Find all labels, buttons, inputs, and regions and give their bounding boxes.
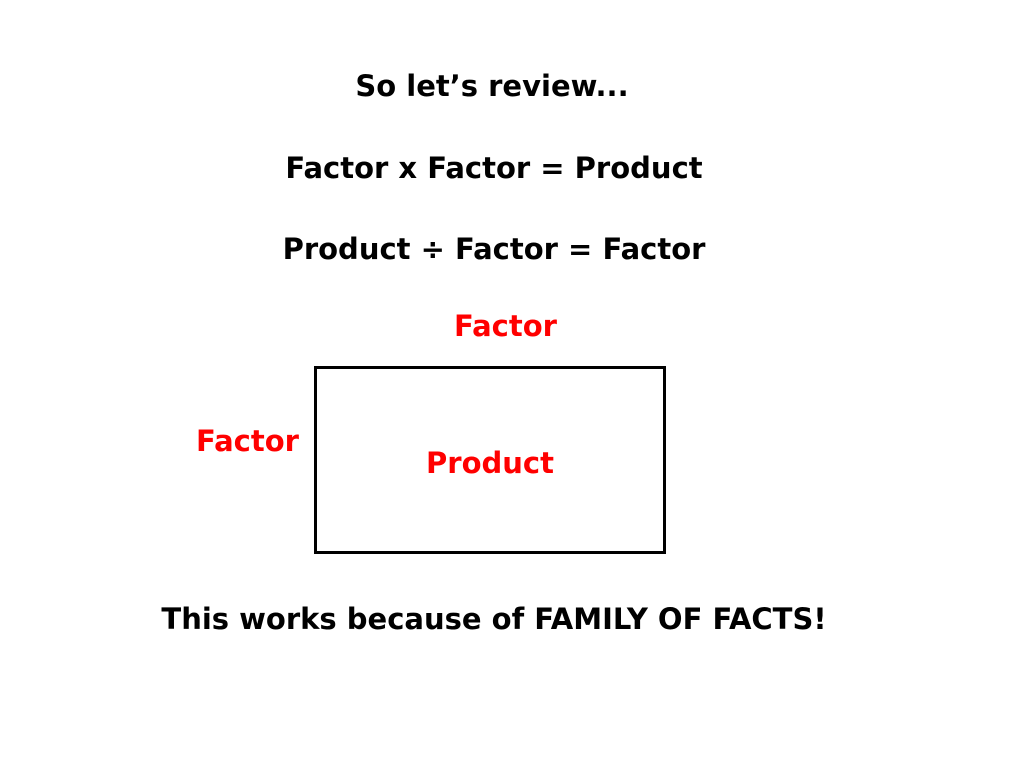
area-model-top-factor-label: Factor [454, 309, 557, 343]
conclusion-text: This works because of FAMILY OF FACTS! [161, 602, 827, 636]
slide-title: So let’s review... [355, 69, 629, 103]
division-equation: Product ÷ Factor = Factor [282, 232, 706, 266]
area-model-side-factor-label: Factor [196, 424, 299, 458]
area-model-product-label: Product [426, 446, 554, 480]
area-model-rectangle: Product [314, 366, 666, 554]
multiplication-equation: Factor x Factor = Product [285, 151, 703, 185]
